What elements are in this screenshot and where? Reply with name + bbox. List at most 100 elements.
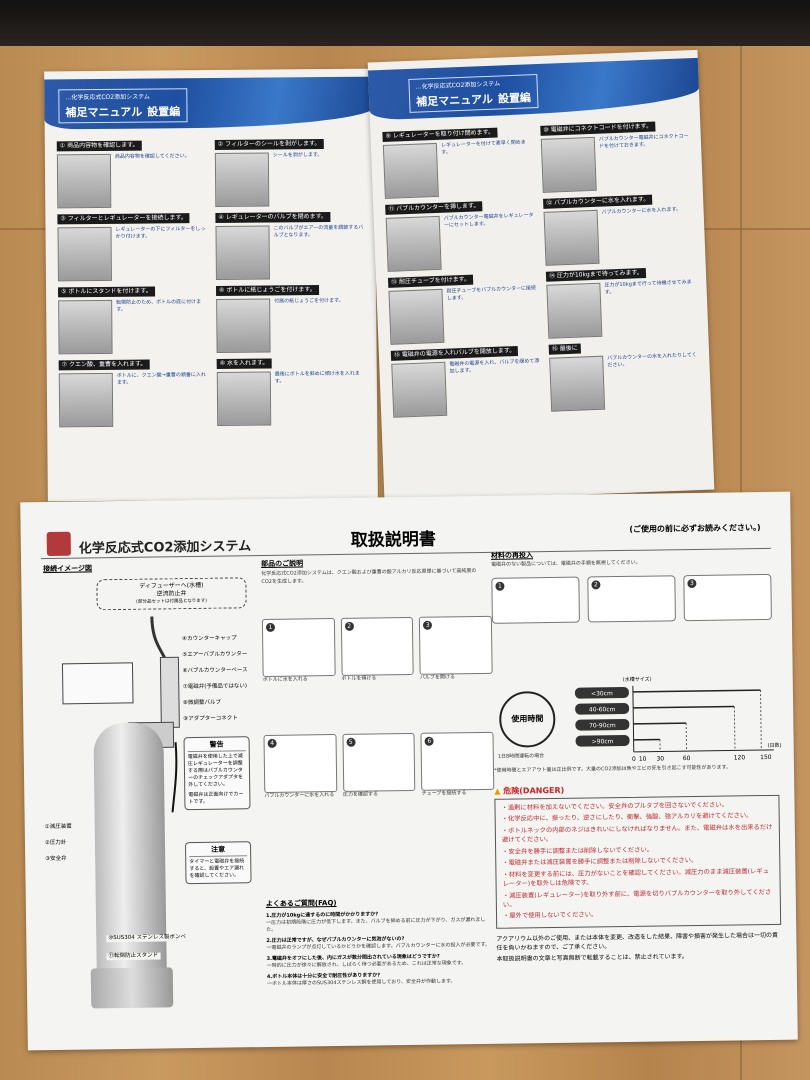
install-step: ⑬ 耐圧チューブを付けます。耐圧チューブをバブルカウンターに接続します。 [387, 272, 540, 346]
part-label: ⑥バブルカウンターベース [182, 667, 248, 675]
step-heading: ④ レギュレーターのバルブを閉めます。 [215, 212, 331, 224]
refill-step: 3 [683, 573, 772, 622]
step-photo [58, 300, 113, 355]
danger-heading-text: 危険(DANGER) [503, 785, 565, 796]
disclaimer: アクアリウム以外のご使用、または本体を変更、改造をした結果、障害や損害が発生した… [496, 931, 779, 952]
product-name: 化学反応式CO2添加システム [78, 539, 252, 557]
brand-line: …化学反応式CO2添加システム [415, 80, 501, 91]
install-step: ⑩ 電磁弁にコネクトコードを付けます。バブルカウンター電磁弁にコネクトコードを付… [540, 120, 692, 193]
install-step: ⑪ バブルカウンターを挿します。バブルカウンター電磁弁をレギュレーターにセットし… [385, 199, 537, 273]
x-axis-label: (日数) [768, 742, 782, 749]
step-caption: チューブを接続する [421, 790, 467, 797]
step-photo [543, 209, 600, 267]
part-label: ⑨アダプターコネクト [183, 715, 238, 723]
step-caption: ボトルに水を入れる [262, 676, 308, 684]
step-photo [57, 227, 112, 282]
step-photo [549, 356, 606, 413]
brand-logo [46, 531, 71, 557]
parts-description: 化学反応式CO2添加システムは、クエン酸および重曹の酸アルカリ反応原理に基づいて… [261, 568, 477, 585]
manual-title: 補足マニュアル [65, 105, 143, 120]
connection-diagram: ディフューザーへ(水槽)逆流防止弁(部分品セットは付属品となります) ①減圧装置… [41, 571, 262, 1014]
part-label: ④カウンターキャップ [182, 635, 237, 643]
step-photo [216, 298, 271, 354]
step-heading: ⑪ バブルカウンターを挿します。 [385, 201, 483, 216]
faq-heading: よくあるご質問(FAQ) [265, 899, 337, 909]
header-band: …化学反応式CO2添加システム 補足マニュアル 設置編 [367, 57, 700, 121]
faq-answer: 一圧力は初期段階に圧力が低下します。また、バルブを締める前に圧力が下がり、ガスが… [266, 916, 486, 934]
install-step: ⑧ 水を入れます。最後にボトルを斜めに傾け水を入れます。 [216, 358, 368, 427]
step-photo [214, 152, 270, 208]
diagram-heading: 接続イメージ図 [43, 564, 93, 574]
usage-dropline [760, 690, 762, 751]
refill-illustration: 3 [683, 573, 772, 622]
category-pill [575, 734, 630, 747]
step-heading: ③ フィルターとレギュレーターを接続します。 [57, 213, 190, 225]
install-step: ③ フィルターとレギュレーターを接続します。レギュレーターの下にフィルターをしっ… [57, 213, 208, 282]
step-text: バブルカウンターに水を入れます。 [601, 206, 682, 216]
refill-step: 1 [491, 576, 580, 624]
part-label: ⑪転倒防止スタンド [106, 952, 161, 960]
step-photo [385, 216, 442, 273]
category-pill [575, 718, 630, 731]
step-heading: ② フィルターのシールを剥がします。 [214, 139, 324, 151]
manual-title: 補足マニュアル [415, 92, 494, 109]
step-text: レギュレーターの下にフィルターをしっかり付けます。 [115, 226, 206, 241]
supplement-manual-left-page: …化学反応式CO2添加システム 補足マニュアル 設置編 ① 商品内容物を確認しま… [44, 68, 378, 502]
step-text: シールを剥がします。 [272, 152, 323, 159]
supplement-manual-right-page: …化学反応式CO2添加システム 補足マニュアル 設置編 ⑨ レギュレーターを取り… [367, 49, 715, 503]
step-text: 電磁弁の電源を入れ、バルブを緩めて添加します。 [449, 358, 540, 375]
x-tick-label: 10 [639, 756, 647, 763]
step-text: 最後にボトルを斜めに傾け水を入れます。 [274, 371, 360, 385]
header-band: …化学反応式CO2添加システム 補足マニュアル 設置編 [44, 76, 375, 130]
y-axis [632, 685, 635, 752]
copyright-note: 本取扱説明書の文章と写真無断で転載することは、禁止されています。 [496, 952, 688, 963]
co2-cylinder [93, 722, 168, 1004]
caution-box: 注意タイマーと電磁弁を接続すると、設置やエア漏れを確認してください。 [184, 841, 252, 884]
step-text: 商品内容物を確認してください。 [114, 153, 190, 160]
step-text: 耐圧チューブをバブルカウンターに接続します。 [446, 285, 537, 302]
step-caption: 圧力を確認する [342, 791, 379, 798]
step-heading: ⑫ バブルカウンターに水を入れます。 [543, 194, 653, 210]
step-heading: ⑧ 水を入れます。 [216, 358, 272, 370]
step-caption: バブルカウンターに水を入れる [264, 792, 335, 800]
footer: アクアリウム以外のご使用、または本体を変更、改造をした結果、障害や損害が発生した… [496, 931, 781, 964]
step-text: バブルカウンター電磁弁をレギュレーターにセットします。 [443, 212, 534, 229]
step-text: ボトルに、クエン酸→重曹の順番に入れます。 [116, 372, 206, 387]
stand [90, 967, 174, 1009]
step-illustration: 4 [263, 734, 337, 794]
step-text: レギュレーターを付けて素早く閉めます。 [440, 139, 526, 156]
step-heading: ⑥ ボトルに紙じょうごを付けます。 [216, 285, 319, 297]
manual-subtitle: 設置編 [497, 91, 532, 106]
install-step: ⑮ 電磁弁の電源を入れバルブを開放します。電磁弁の電源を入れ、バルブを緩めて添加… [390, 345, 543, 419]
part-label: ⑦電磁弁(予備品ではない) [182, 683, 248, 691]
part-label: ①減圧装置 [44, 823, 72, 831]
warning-text: 電磁弁を使用した上で減圧レギュレーターを調整する際はバブルカウンターのチェックア… [187, 753, 244, 788]
step-caption: バルブを開ける [419, 674, 456, 681]
refill-note: 電磁弁のない製品については、電磁弁の手順を無視してください。 [491, 559, 641, 568]
brand-line: …化学反応式CO2添加システム [65, 93, 150, 102]
danger-item: ・減圧装置(レギュレーター)を取り外す前に、電源を切りバブルカウンターを取り外し… [502, 888, 772, 909]
category-label: 70-90cm [589, 722, 616, 729]
install-step: ② フィルターのシールを剥がします。シールを剥がします。 [214, 139, 366, 208]
step-heading: ① 商品内容物を確認します。 [56, 140, 142, 152]
category-label: >90cm [592, 738, 614, 745]
install-step: ⑯ 最後にバブルカウンターの水を入れたりしてください。 [548, 339, 701, 413]
step-photo [546, 283, 603, 340]
step-illustration: 1 [261, 618, 336, 678]
part-label: ⑤エアーバブルカウンター [182, 651, 248, 659]
step-text: 圧力が10kgまで行って待機させてみます。 [604, 279, 692, 296]
install-step: ⑤ ボトルにスタンドを付けます。転倒防止のため、ボトルの底に付けます。 [58, 286, 209, 355]
step-illustration: 5 [342, 732, 416, 792]
refill-illustration: 1 [491, 576, 580, 624]
step-illustration: 3 [419, 615, 493, 675]
usage-dropline [733, 706, 736, 751]
step-photo [540, 136, 597, 193]
warning-box: 警告電磁弁を使用した上で減圧レギュレーターを調整する際はバブルカウンターのチェッ… [183, 736, 251, 810]
x-tick-label: 150 [760, 754, 772, 761]
step-photo [56, 153, 112, 209]
instruction-manual-sheet: 化学反応式CO2添加システム 取扱説明書 (ご使用の前に必ずお読みください。) … [20, 491, 798, 1051]
part-label: ③安全弁 [45, 855, 67, 863]
